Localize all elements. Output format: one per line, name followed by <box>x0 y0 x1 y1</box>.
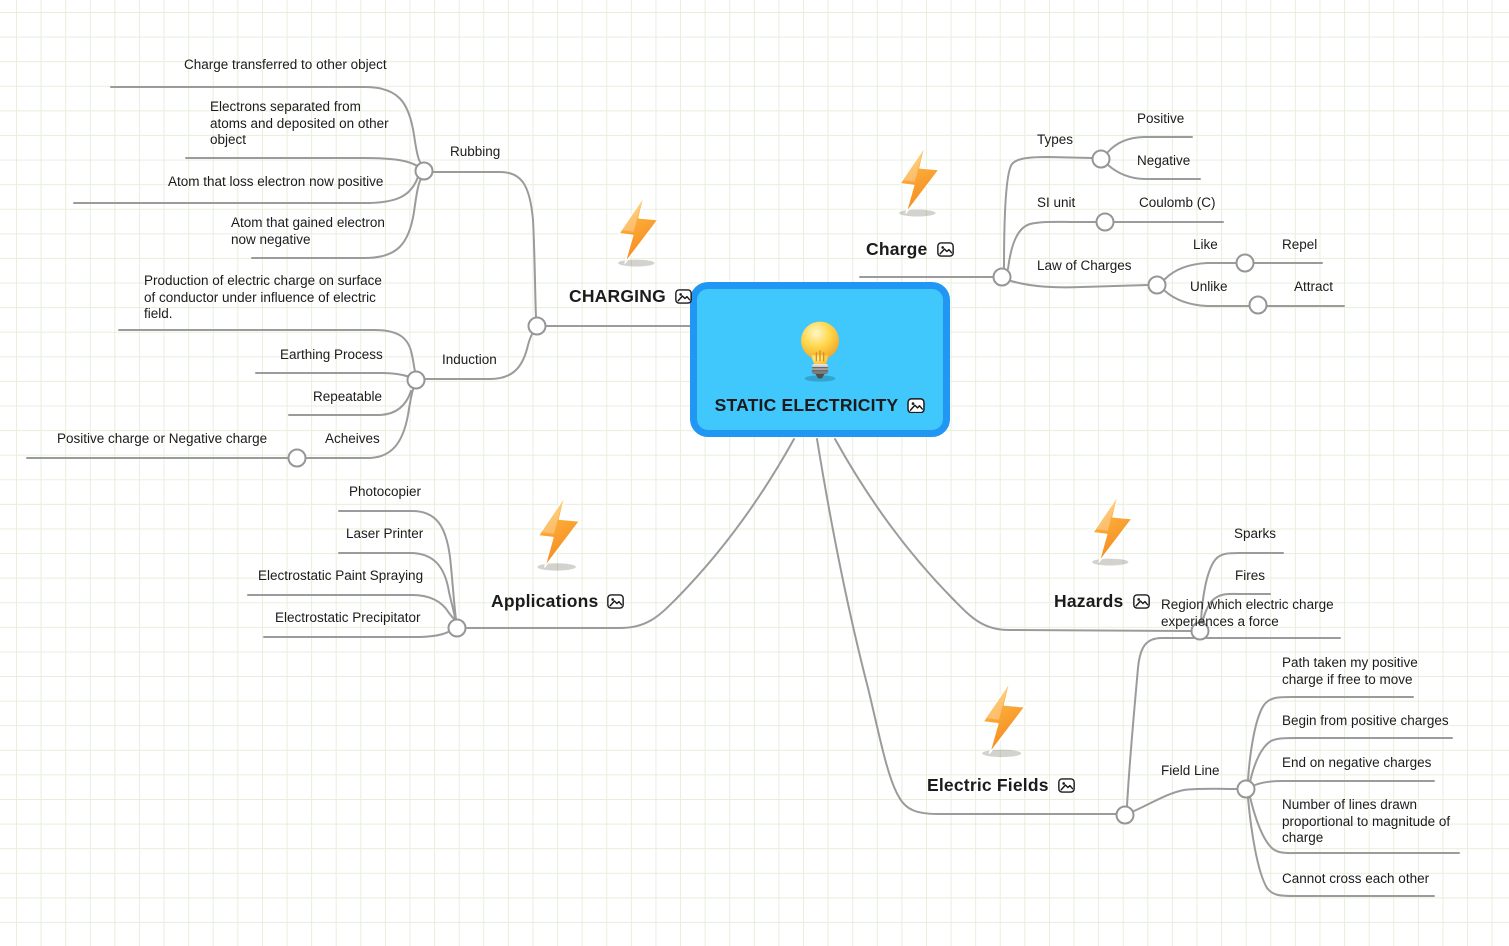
junction-hazards[interactable] <box>1190 621 1210 641</box>
junction-acheives[interactable] <box>287 448 307 468</box>
junction-rubbing[interactable] <box>414 161 434 181</box>
branch-hazards[interactable]: Hazards <box>1054 591 1150 612</box>
junction-unlike[interactable] <box>1248 295 1268 315</box>
node-electrostatic-precipitator[interactable]: Electrostatic Precipitator <box>275 610 421 625</box>
central-node[interactable]: STATIC ELECTRICITY <box>690 282 950 437</box>
junction-induction[interactable] <box>406 370 426 390</box>
lightning-emoji <box>975 680 1032 758</box>
branch-electric-fields[interactable]: Electric Fields <box>927 775 1075 796</box>
junction-applications[interactable] <box>447 618 467 638</box>
node-coulomb[interactable]: Coulomb (C) <box>1139 195 1216 210</box>
node-number-of-lines[interactable]: Number of lines drawn proportional to ma… <box>1282 797 1451 845</box>
lightning-emoji <box>1086 492 1138 568</box>
node-sparks[interactable]: Sparks <box>1234 526 1277 541</box>
node-attract[interactable]: Attract <box>1294 279 1334 294</box>
image-attachment-icon[interactable] <box>1132 594 1150 609</box>
branch-applications-label: Applications <box>491 591 599 611</box>
node-induction[interactable]: Induction <box>442 352 497 367</box>
node-rubbing[interactable]: Rubbing <box>450 144 501 159</box>
node-like[interactable]: Like <box>1193 237 1218 252</box>
node-unlike[interactable]: Unlike <box>1190 279 1228 294</box>
branch-charge[interactable]: Charge <box>866 239 954 260</box>
node-region-electric-charge[interactable]: Region which electric charge experiences… <box>1161 597 1334 629</box>
junction-electric-fields[interactable] <box>1115 805 1135 825</box>
node-photocopier[interactable]: Photocopier <box>349 484 422 499</box>
branch-hazards-label: Hazards <box>1054 591 1124 611</box>
branch-charging-label: CHARGING <box>569 286 666 306</box>
node-negative[interactable]: Negative <box>1137 153 1191 168</box>
node-acheives[interactable]: Acheives <box>325 431 380 446</box>
node-cannot-cross[interactable]: Cannot cross each other <box>1282 871 1430 886</box>
image-attachment-icon[interactable] <box>1057 778 1075 793</box>
node-earthing-process[interactable]: Earthing Process <box>280 347 383 362</box>
node-electrostatic-paint-spraying[interactable]: Electrostatic Paint Spraying <box>258 568 424 583</box>
branch-applications[interactable]: Applications <box>491 591 625 612</box>
junction-law-of-charges[interactable] <box>1147 275 1167 295</box>
node-field-line[interactable]: Field Line <box>1161 763 1220 778</box>
node-positive-or-negative-charge[interactable]: Positive charge or Negative charge <box>57 431 268 446</box>
node-positive[interactable]: Positive <box>1137 111 1185 126</box>
node-repeatable[interactable]: Repeatable <box>313 389 383 404</box>
node-law-of-charges[interactable]: Law of Charges <box>1037 258 1132 273</box>
branch-electric-fields-label: Electric Fields <box>927 775 1049 795</box>
node-end-negative[interactable]: End on negative charges <box>1282 755 1432 770</box>
branch-charge-label: Charge <box>866 239 928 259</box>
lightning-emoji <box>612 193 664 269</box>
node-electrons-separated[interactable]: Electrons separated from atoms and depos… <box>210 99 389 147</box>
junction-types[interactable] <box>1091 149 1111 169</box>
image-attachment-icon[interactable] <box>675 289 692 304</box>
node-types[interactable]: Types <box>1037 132 1074 147</box>
junction-si-unit[interactable] <box>1095 212 1115 232</box>
image-attachment-icon[interactable] <box>607 594 625 609</box>
image-attachment-icon[interactable] <box>907 397 926 414</box>
connector-lines <box>26 86 1460 897</box>
image-attachment-icon[interactable] <box>936 242 954 257</box>
central-node-title: STATIC ELECTRICITY <box>714 395 899 415</box>
node-fires[interactable]: Fires <box>1235 568 1265 583</box>
junction-charging[interactable] <box>527 316 547 336</box>
junction-field-line[interactable] <box>1236 779 1256 799</box>
node-si-unit[interactable]: SI unit <box>1037 195 1076 210</box>
node-begin-positive[interactable]: Begin from positive charges <box>1282 713 1449 728</box>
node-atom-gained[interactable]: Atom that gained electron now negative <box>231 215 385 247</box>
lightbulb-emoji <box>791 318 849 383</box>
node-atom-loss[interactable]: Atom that loss electron now positive <box>168 174 384 189</box>
node-path-taken[interactable]: Path taken my positive charge if free to… <box>1282 655 1418 687</box>
node-production[interactable]: Production of electric charge on surface… <box>144 273 382 321</box>
node-repel[interactable]: Repel <box>1282 237 1318 252</box>
junction-like[interactable] <box>1235 253 1255 273</box>
junction-charge[interactable] <box>992 267 1012 287</box>
lightning-emoji <box>531 494 586 572</box>
node-charge-transferred[interactable]: Charge transferred to other object <box>184 57 387 72</box>
node-laser-printer[interactable]: Laser Printer <box>346 526 424 541</box>
branch-charging[interactable]: CHARGING <box>569 286 692 307</box>
lightning-emoji <box>893 143 945 219</box>
